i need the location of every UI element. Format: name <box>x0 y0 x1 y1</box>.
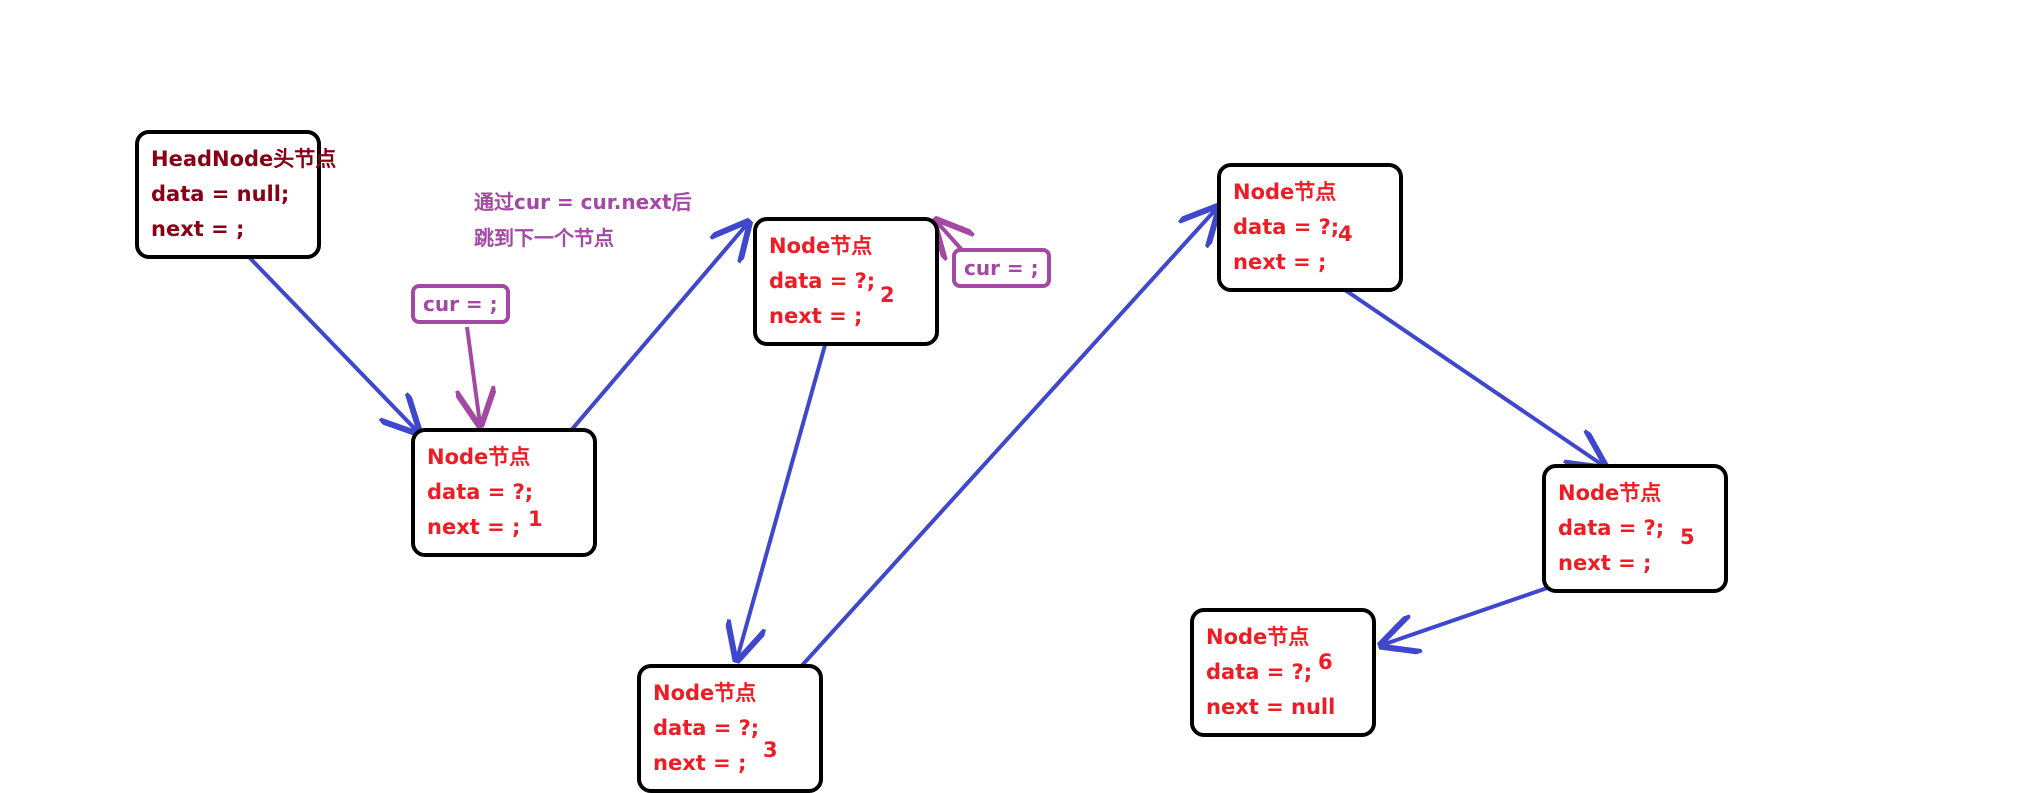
node-title: Node节点 <box>1558 481 1662 505</box>
node-2: Node节点 data = ?; next = ; <box>753 217 939 346</box>
annotation-line-1: 通过cur = cur.next后 <box>474 190 692 214</box>
node-data: data = ?; <box>1558 516 1665 540</box>
cur-pointer-box: cur = ; <box>411 284 510 324</box>
node-next: next = ; <box>427 515 521 539</box>
node-index-label: 1 <box>528 507 543 531</box>
node-1: Node节点 data = ?; next = ; <box>411 428 597 557</box>
node-index-label: 3 <box>763 738 778 762</box>
node-index-label: 6 <box>1318 650 1333 674</box>
cur-pointer-box: cur = ; <box>952 248 1051 288</box>
node-data: data = ?; <box>1233 215 1340 239</box>
node-index-label: 4 <box>1338 222 1353 246</box>
head-node-title: HeadNode头节点 <box>151 147 337 171</box>
node-data: data = ?; <box>653 716 760 740</box>
node-next: next = ; <box>769 304 863 328</box>
node-title: Node节点 <box>769 234 873 258</box>
node-4: Node节点 data = ?; next = ; <box>1217 163 1403 292</box>
node-data: data = ?; <box>769 269 876 293</box>
node-title: Node节点 <box>427 445 531 469</box>
node-next: next = ; <box>1233 250 1327 274</box>
head-node-next: next = ; <box>151 217 245 241</box>
node-next: next = ; <box>1558 551 1652 575</box>
node-data: data = ?; <box>427 480 534 504</box>
node-index-label: 5 <box>1680 525 1695 549</box>
cur-pointer-arrow-1 <box>467 326 480 424</box>
node-3: Node节点 data = ?; next = ; <box>637 664 823 793</box>
node-data: data = ?; <box>1206 660 1313 684</box>
node-title: Node节点 <box>1233 180 1337 204</box>
node-title: Node节点 <box>1206 625 1310 649</box>
arrow-node2-to-node3 <box>737 312 836 659</box>
node-next: next = null <box>1206 695 1336 719</box>
arrow-node4-to-node5 <box>1296 256 1604 466</box>
head-node: HeadNode头节点 data = null; next = ; <box>135 130 337 259</box>
head-node-data: data = null; <box>151 182 290 206</box>
annotation-line-2: 跳到下一个节点 <box>474 226 614 250</box>
node-5: Node节点 data = ?; next = ; <box>1542 464 1728 593</box>
node-index-label: 2 <box>880 283 895 307</box>
cur-pointer-arrow-2 <box>936 221 962 250</box>
node-next: next = ; <box>653 751 747 775</box>
node-title: Node节点 <box>653 681 757 705</box>
node-6: Node节点 data = ?; next = null <box>1190 608 1376 737</box>
arrow-head-to-node1 <box>216 223 418 432</box>
